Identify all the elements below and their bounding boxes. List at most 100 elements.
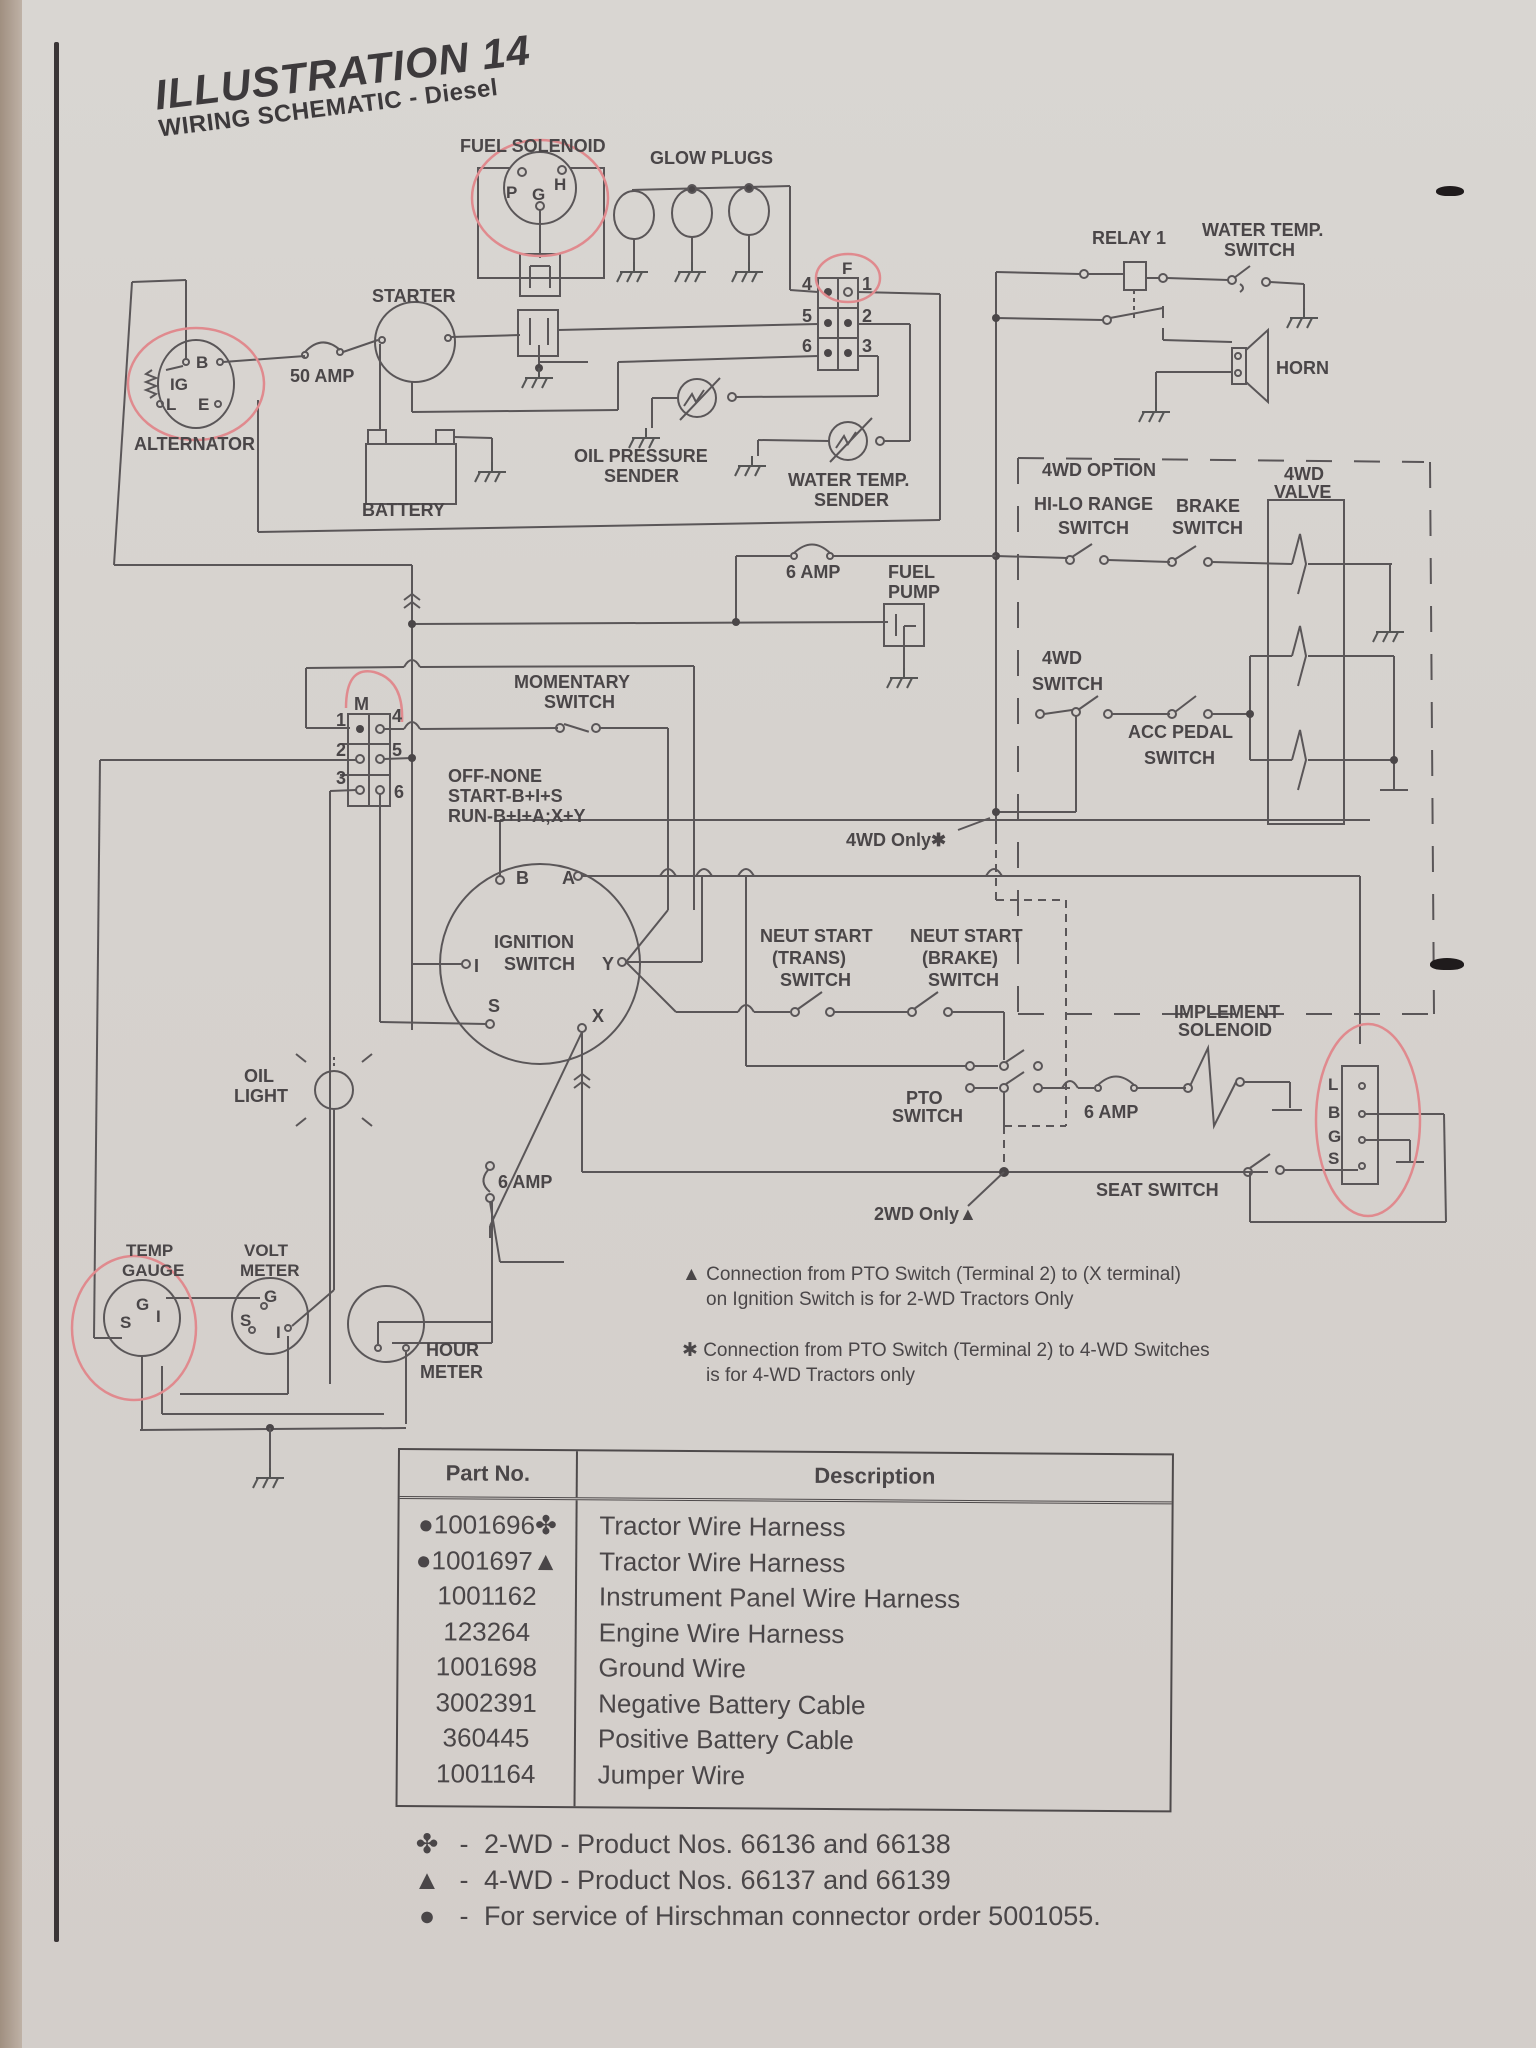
neut-start-switches xyxy=(790,991,1005,1060)
ignition-switch xyxy=(379,819,1370,1227)
seat-connector xyxy=(1249,1065,1447,1223)
part-number-column: ●1001696✤ ●1001697▲ 1001162 123264 10016… xyxy=(397,1499,578,1807)
label-6-amp-fuel: 6 AMP xyxy=(786,562,840,582)
label-f-pin-1: 1 xyxy=(862,274,872,294)
label-water-temp-switch-2: SWITCH xyxy=(1224,240,1295,260)
part-description: Tractor Wire Harness xyxy=(599,1545,846,1578)
label-2wd-only: 2WD Only▲ xyxy=(874,1204,977,1224)
label-seat-b: B xyxy=(1328,1103,1340,1122)
label-m-pin-5: 5 xyxy=(392,740,402,760)
label-battery: BATTERY xyxy=(362,500,445,520)
label-50-amp: 50 AMP xyxy=(290,366,354,386)
fuse-50-amp xyxy=(257,339,941,533)
label-f-pin-3: 3 xyxy=(862,336,872,356)
4wd-acc-switches xyxy=(996,695,1250,813)
fuel-solenoid xyxy=(477,151,605,297)
battery xyxy=(365,344,493,505)
part-description: Negative Battery Cable xyxy=(598,1687,866,1720)
label-oil-light-2: LIGHT xyxy=(234,1086,288,1106)
label-alternator: ALTERNATOR xyxy=(134,434,255,454)
label-neut-trans-2: (TRANS) xyxy=(772,948,846,968)
label-seat-switch: SEAT SWITCH xyxy=(1096,1180,1219,1200)
label-h: H xyxy=(554,175,566,194)
label-momentary-1: MOMENTARY xyxy=(514,672,630,692)
oil-pressure-sender xyxy=(651,355,879,428)
label-4wd-only: 4WD Only✱ xyxy=(846,830,946,850)
label-m-pin-4: 4 xyxy=(392,706,402,726)
label-water-temp-sender-1: WATER TEMP. xyxy=(788,470,909,490)
label-water-temp-sender-2: SENDER xyxy=(814,490,889,510)
parts-table: Part No. Description ●1001696✤ ●1001697▲… xyxy=(395,1448,1174,1813)
label-4wd-valve-2: VALVE xyxy=(1274,482,1331,502)
page-edge xyxy=(0,0,26,2048)
cross-icon: ✤ xyxy=(415,1829,439,1859)
label-brake-1: BRAKE xyxy=(1176,496,1240,516)
label-neut-brake-2: (BRAKE) xyxy=(922,948,998,968)
label-ignition-1: IGNITION xyxy=(494,932,574,952)
label-hi-lo-1: HI-LO RANGE xyxy=(1034,494,1153,514)
label-g: G xyxy=(532,185,545,204)
label-volt-meter-1: VOLT xyxy=(244,1241,289,1260)
label-fuel-solenoid: FUEL SOLENOID xyxy=(460,136,606,156)
label-fuel-pump-2: PUMP xyxy=(888,582,940,602)
footnotes: ▲ Connection from PTO Switch (Terminal 2… xyxy=(682,1262,1210,1414)
label-4wd-valve-1: 4WD xyxy=(1284,464,1324,484)
volt-meter xyxy=(180,1110,335,1395)
label-neut-brake-3: SWITCH xyxy=(928,970,999,990)
label-alt-b: B xyxy=(196,353,208,372)
label-water-temp-switch-1: WATER TEMP. xyxy=(1202,220,1323,240)
label-ign-mode-start: START-B+I+S xyxy=(448,786,563,806)
part-number: 360445 xyxy=(442,1722,530,1753)
label-volt-i: I xyxy=(276,1323,281,1342)
label-hour-meter-1: HOUR xyxy=(426,1340,479,1360)
binding-line xyxy=(54,42,59,1942)
label-momentary-2: SWITCH xyxy=(544,692,615,712)
label-volt-meter-2: METER xyxy=(240,1261,300,1280)
label-4wd-switch-1: 4WD xyxy=(1042,648,1082,668)
part-description: Positive Battery Cable xyxy=(597,1723,854,1756)
triangle-icon: ▲ xyxy=(413,1865,441,1895)
label-6-amp-meter: 6 AMP xyxy=(498,1172,552,1192)
label-connector-f: F xyxy=(842,259,852,278)
label-alt-ig: IG xyxy=(170,375,188,394)
footnote-4wd-line2: is for 4-WD Tractors only xyxy=(706,1365,916,1386)
description-column: Tractor Wire Harness Tractor Wire Harnes… xyxy=(576,1500,1172,1810)
label-p: P xyxy=(506,183,517,202)
label-fuel-pump-1: FUEL xyxy=(888,562,935,582)
part-description: Engine Wire Harness xyxy=(598,1616,845,1649)
water-temp-switch xyxy=(1227,265,1305,308)
glow-plugs xyxy=(613,183,791,290)
label-4wd-option: 4WD OPTION xyxy=(1042,460,1156,480)
label-starter: STARTER xyxy=(372,286,456,306)
label-f-pin-2: 2 xyxy=(862,306,872,326)
part-number: 3002391 xyxy=(435,1686,537,1718)
footnote-2wd-line2: on Ignition Switch is for 2-WD Tractors … xyxy=(706,1289,1074,1310)
part-number: ●1001696✤ xyxy=(418,1509,557,1541)
parts-table-header: Part No. Description xyxy=(399,1450,1172,1505)
pen-annotations xyxy=(70,138,1422,1402)
label-ignition-2: SWITCH xyxy=(504,954,575,974)
legend-text: 4-WD - Product Nos. 66137 and 66139 xyxy=(484,1865,951,1895)
part-description: Tractor Wire Harness xyxy=(599,1510,846,1543)
label-seat-s: S xyxy=(1328,1149,1339,1168)
label-implement-1: IMPLEMENT xyxy=(1174,1002,1280,1022)
label-seat-g: G xyxy=(1328,1127,1341,1146)
label-hour-meter-2: METER xyxy=(420,1362,483,1382)
label-neut-brake-1: NEUT START xyxy=(910,926,1023,946)
seat-switch xyxy=(1243,1153,1358,1177)
label-6-amp-pto: 6 AMP xyxy=(1084,1102,1138,1122)
footnote-4wd-line1: Connection from PTO Switch (Terminal 2) … xyxy=(703,1340,1210,1361)
label-brake-2: SWITCH xyxy=(1172,518,1243,538)
label-f-pin-4: 4 xyxy=(802,274,812,294)
legend-text: 2-WD - Product Nos. 66136 and 66138 xyxy=(484,1829,951,1859)
header-description: Description xyxy=(814,1462,936,1489)
legend-item: ●-For service of Hirschman connector ord… xyxy=(410,1898,1101,1934)
water-temp-sender xyxy=(757,323,911,463)
label-seat-l: L xyxy=(1328,1075,1338,1094)
label-implement-2: SOLENOID xyxy=(1178,1020,1272,1040)
label-m-pin-6: 6 xyxy=(394,782,404,802)
alternator xyxy=(113,279,412,566)
label-ign-b: B xyxy=(516,868,529,888)
legend-item: ✤-2-WD - Product Nos. 66136 and 66138 xyxy=(410,1826,1101,1862)
